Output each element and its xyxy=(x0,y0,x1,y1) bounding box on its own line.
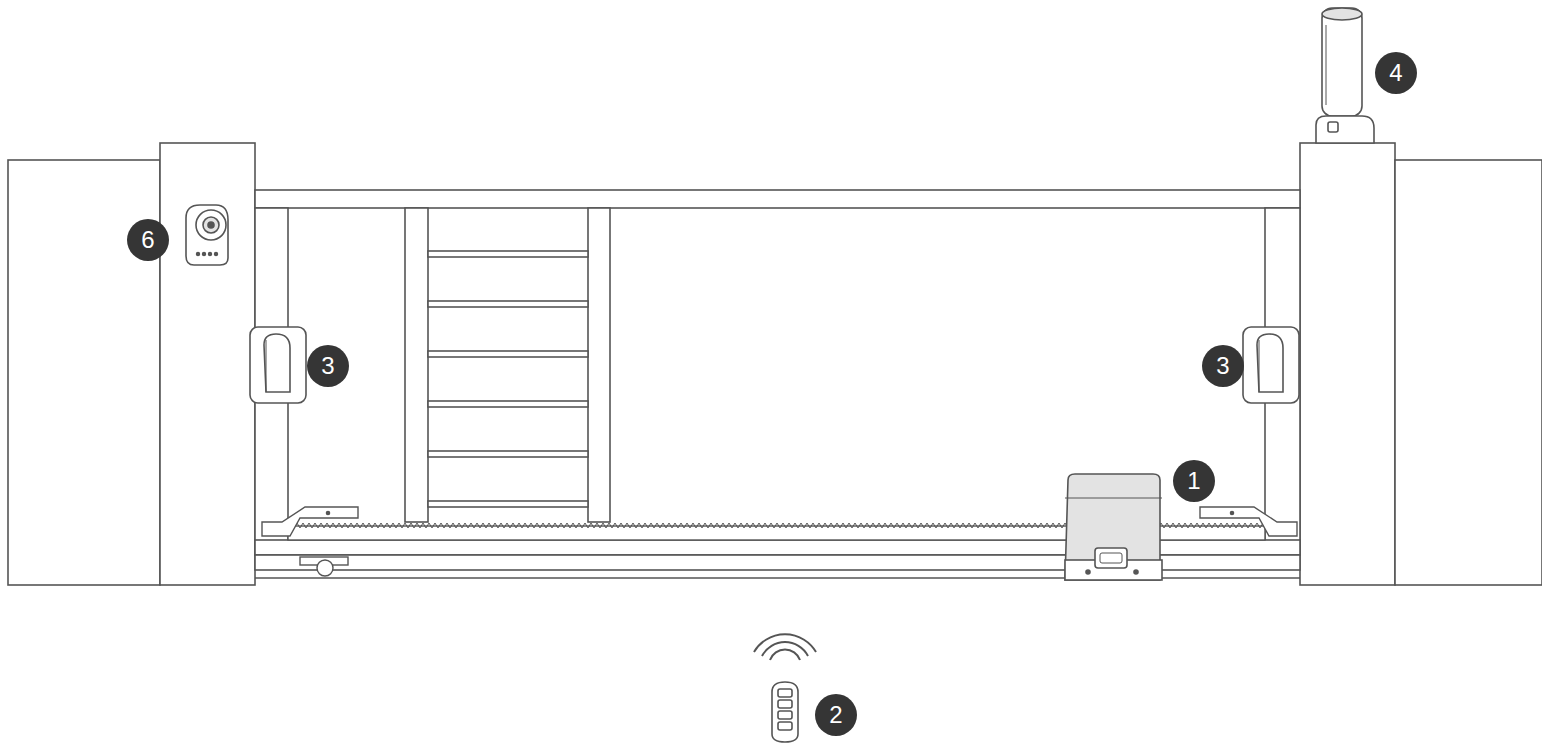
callout-number: 6 xyxy=(127,219,169,261)
ladder-rung xyxy=(428,501,588,507)
gate-top-bar xyxy=(255,190,1300,208)
ladder-rung xyxy=(428,401,588,407)
right-wall xyxy=(1395,160,1542,585)
photocell-left xyxy=(250,327,306,403)
callout-number: 2 xyxy=(815,694,857,736)
remote-control xyxy=(754,634,816,742)
callout-number: 1 xyxy=(1173,460,1215,502)
left-pillar xyxy=(160,143,255,585)
callout-number: 4 xyxy=(1375,52,1417,94)
callout-number: 3 xyxy=(1202,345,1244,387)
camera-keypad xyxy=(186,205,228,265)
ladder-rung xyxy=(428,451,588,457)
ladder-rung xyxy=(428,301,588,307)
ladder-post xyxy=(588,208,610,522)
guide-wheel xyxy=(300,557,348,576)
walls xyxy=(8,143,1542,585)
callout-number: 3 xyxy=(307,345,349,387)
gate-motor xyxy=(1065,474,1162,580)
ladder-rung xyxy=(428,251,588,257)
right-pillar xyxy=(1300,143,1395,585)
warning-light xyxy=(1316,8,1374,143)
limit-bracket xyxy=(1200,507,1297,536)
ladder-rung xyxy=(428,351,588,357)
ladder-post xyxy=(405,208,428,522)
photocell-right xyxy=(1243,327,1299,403)
limit-bracket xyxy=(262,507,358,536)
